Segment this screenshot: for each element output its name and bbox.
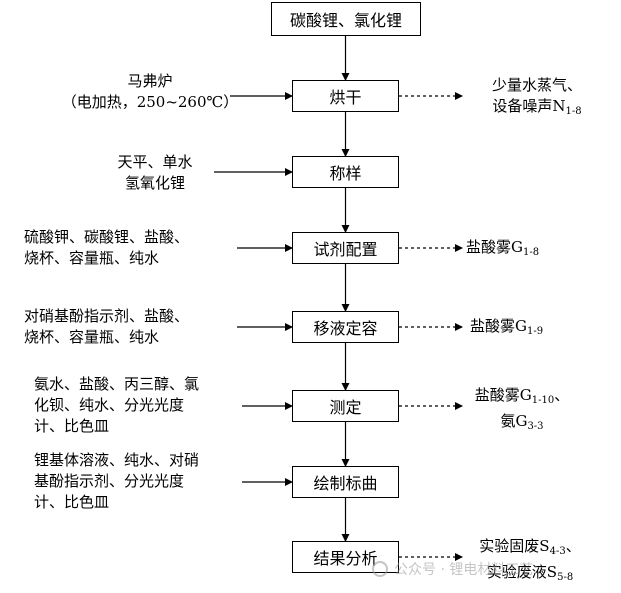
output-subscript: 4-3 [549,546,566,557]
output-text: 、 [554,386,570,404]
step-label-weighing: 称样 [329,164,362,183]
step-box-weighing: 称样 [292,156,399,188]
output-subscript: 1-8 [565,106,582,117]
output-label-drying: 少量水蒸气、设备噪声N1-8 [462,75,612,122]
output-line: 设备噪声N1-8 [462,96,612,122]
output-label-measurement: 盐酸雾G1-10、氨G3-3 [462,385,582,437]
output-label-reagent-prep: 盐酸雾G1-8 [466,237,616,263]
step-label-drying: 烘干 [329,88,362,107]
output-line: 盐酸雾G1-8 [466,237,616,263]
step-box-drying: 烘干 [292,80,399,112]
input-label-calibration: 锂基体溶液、纯水、对硝 基酚指示剂、分光光度 计、比色皿 [34,450,244,513]
input-line: 马弗炉 [127,72,173,90]
output-text: 盐酸雾G [474,386,532,404]
input-line: 烧杯、容量瓶、纯水 [24,249,160,267]
input-label-weighing: 天平、单水 氢氧化锂 [100,152,210,194]
output-text: 盐酸雾G [470,317,527,335]
output-text: 实验固废S [479,537,550,555]
input-line: 锂基体溶液、纯水、对硝 [34,451,200,469]
raw-material-label: 碳酸锂、氯化锂 [289,11,402,30]
input-line: 氢氧化锂 [124,174,185,192]
output-subscript: 3-3 [527,421,544,432]
step-box-calibration: 绘制标曲 [292,466,399,498]
step-label-measurement: 测定 [329,398,362,417]
watermark: 公众号 · 锂电材料工艺 [372,559,533,579]
input-label-pipetting: 对硝基酚指示剂、盐酸、 烧杯、容量瓶、纯水 [24,306,234,348]
step-box-measurement: 测定 [292,390,399,422]
output-text: 、 [565,537,581,555]
output-line: 盐酸雾G1-10、 [462,385,582,411]
output-subscript: 1-10 [531,395,555,406]
wechat-icon [372,561,388,577]
watermark-text: 公众号 · 锂电材料工艺 [394,562,534,578]
output-line: 实验废液S5-8 [470,562,590,588]
output-line: 实验固废S4-3、 [470,536,590,562]
output-label-pipetting: 盐酸雾G1-9 [470,316,620,342]
input-label-measurement: 氨水、盐酸、丙三醇、氯 化钡、纯水、分光光度 计、比色皿 [34,374,244,437]
output-subscript: 1-8 [522,247,540,258]
output-text: 实验废液S [486,563,558,581]
input-line: 天平、单水 [117,153,193,171]
output-line: 盐酸雾G1-9 [470,316,620,342]
step-label-reagent-prep: 试剂配置 [313,240,378,259]
step-box-reagent-prep: 试剂配置 [292,232,399,264]
output-line: 少量水蒸气、 [462,75,612,96]
input-label-drying: 马弗炉 （电加热，250~260℃） [60,71,240,113]
raw-material-box: 碳酸锂、氯化锂 [271,2,421,36]
input-line: 化钡、纯水、分光光度 [34,396,185,414]
input-line: 氨水、盐酸、丙三醇、氯 [34,375,200,393]
input-label-reagent-prep: 硫酸钾、碳酸锂、盐酸、 烧杯、容量瓶、纯水 [24,227,234,269]
output-text: 少量水蒸气、 [491,76,582,94]
input-line: 硫酸钾、碳酸锂、盐酸、 [24,228,190,246]
output-text: 盐酸雾G [466,238,523,256]
input-line: 对硝基酚指示剂、盐酸、 [24,307,190,325]
step-box-pipetting: 移液定容 [292,311,399,343]
input-line: 烧杯、容量瓶、纯水 [24,328,160,346]
output-label-analysis: 实验固废S4-3、实验废液S5-8 [470,536,590,588]
output-subscript: 5-8 [557,572,574,583]
input-line: 计、比色皿 [34,417,110,435]
input-line: 计、比色皿 [34,493,110,511]
step-label-pipetting: 移液定容 [313,319,378,338]
output-text: 设备噪声N [492,97,566,115]
step-label-calibration: 绘制标曲 [313,474,378,493]
input-line: 基酚指示剂、分光光度 [34,472,185,490]
output-text: 氨G [500,412,528,430]
step-label-analysis: 结果分析 [313,549,378,568]
input-line: （电加热，250~260℃） [61,93,239,111]
output-line: 氨G3-3 [462,411,582,437]
output-subscript: 1-9 [526,326,544,337]
